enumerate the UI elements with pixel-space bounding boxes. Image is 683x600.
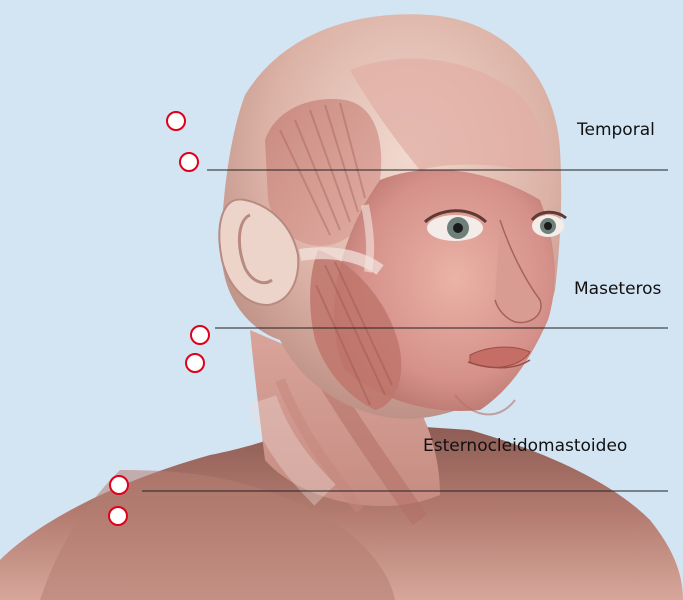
- hotspot-temporal-2[interactable]: [179, 152, 199, 172]
- eye-right: [532, 212, 566, 237]
- hotspot-maseteros-2[interactable]: [185, 353, 205, 373]
- label-maseteros: Maseteros: [574, 281, 661, 298]
- hotspot-maseteros-1[interactable]: [190, 325, 210, 345]
- hotspot-esternocleidomastoideo-2[interactable]: [108, 506, 128, 526]
- hotspot-esternocleidomastoideo-1[interactable]: [109, 475, 129, 495]
- label-temporal: Temporal: [577, 122, 655, 139]
- hotspot-temporal-1[interactable]: [166, 111, 186, 131]
- label-esternocleidomastoideo: Esternocleidomastoideo: [423, 438, 627, 455]
